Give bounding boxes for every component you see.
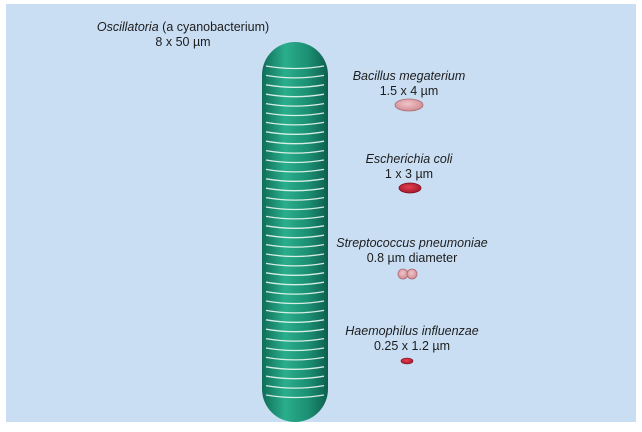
oscillatoria-size: 8 x 50 µm	[68, 35, 298, 50]
bacillus-size: 1.5 x 4 µm	[324, 84, 494, 99]
oscillatoria-cell	[262, 42, 328, 422]
haemophilus-size: 0.25 x 1.2 µm	[322, 339, 502, 354]
label-bacillus: Bacillus megaterium 1.5 x 4 µm	[324, 69, 494, 99]
bacillus-name: Bacillus megaterium	[324, 69, 494, 84]
oscillatoria-name: Oscillatoria	[97, 20, 159, 34]
label-streptococcus: Streptococcus pneumoniae 0.8 µm diameter	[312, 236, 512, 266]
cells-drawing	[6, 4, 636, 422]
ecoli-name: Escherichia coli	[324, 152, 494, 167]
label-haemophilus: Haemophilus influenzae 0.25 x 1.2 µm	[322, 324, 502, 354]
streptococcus-cell	[398, 269, 417, 279]
ecoli-size: 1 x 3 µm	[324, 167, 494, 182]
haemophilus-name: Haemophilus influenzae	[322, 324, 502, 339]
label-ecoli: Escherichia coli 1 x 3 µm	[324, 152, 494, 182]
bacillus-cell	[395, 99, 423, 111]
diagram-panel: Oscillatoria (a cyanobacterium) 8 x 50 µ…	[6, 4, 636, 422]
streptococcus-name: Streptococcus pneumoniae	[312, 236, 512, 251]
label-oscillatoria: Oscillatoria (a cyanobacterium) 8 x 50 µ…	[68, 20, 298, 50]
oscillatoria-note: (a cyanobacterium)	[162, 20, 269, 34]
streptococcus-size: 0.8 µm diameter	[312, 251, 512, 266]
ecoli-cell	[399, 183, 421, 193]
haemophilus-cell	[401, 358, 413, 364]
